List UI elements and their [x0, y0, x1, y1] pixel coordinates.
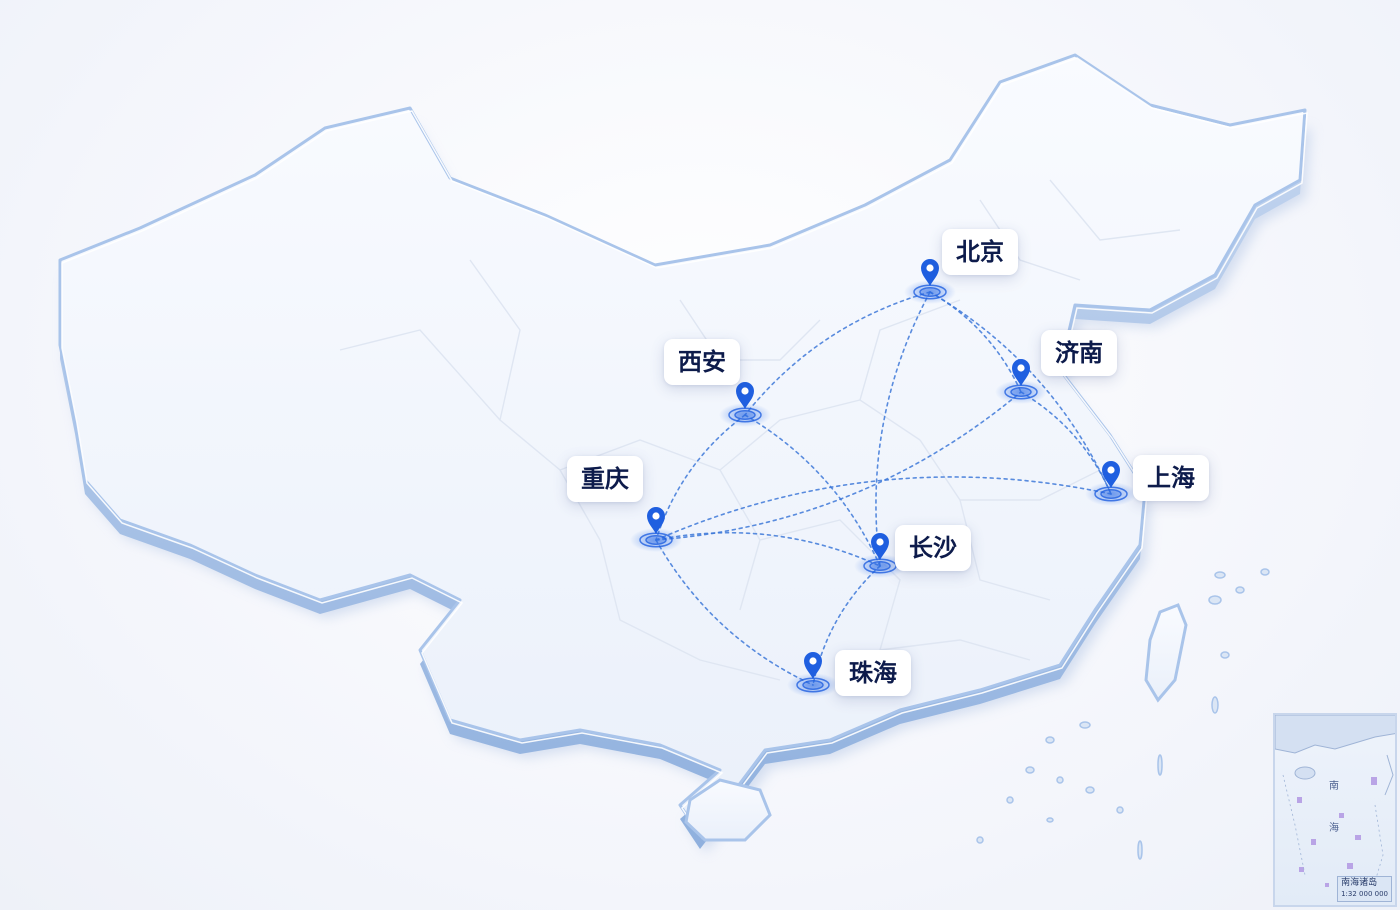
pin-beijing[interactable]	[904, 259, 956, 304]
map-edge-highlight	[61, 57, 1308, 840]
pin-glow	[1085, 482, 1137, 506]
route-xian-chongqing	[655, 414, 746, 541]
pin-zhuhai[interactable]	[787, 652, 839, 697]
pin-glow	[995, 380, 1047, 404]
map-pin-icon	[804, 652, 822, 679]
inset-word-hai: 海	[1329, 823, 1339, 834]
pin-glow	[787, 673, 839, 697]
city-label-chongqing[interactable]: 重庆	[567, 456, 643, 502]
islets	[976, 568, 1270, 860]
city-label-shanghai[interactable]: 上海	[1133, 455, 1209, 501]
pin-dot	[876, 538, 884, 546]
pin-dot	[1017, 364, 1025, 372]
pin-changsha[interactable]	[854, 533, 906, 578]
pin-jinan[interactable]	[995, 359, 1047, 404]
pin-ring	[919, 287, 941, 297]
route-chongqing-zhuhai	[655, 539, 814, 686]
pin-dot	[652, 512, 660, 520]
inset-map	[1275, 715, 1395, 896]
pin-dot	[1107, 466, 1115, 474]
pin-chongqing[interactable]	[630, 507, 682, 552]
pin-glow	[904, 280, 956, 304]
route-lines	[655, 291, 1112, 686]
pin-shanghai[interactable]	[1085, 461, 1137, 506]
route-beijing-shanghai	[929, 291, 1112, 495]
map-pin-icon	[1012, 359, 1030, 386]
pin-ring	[645, 535, 667, 545]
pin-glow	[854, 554, 906, 578]
pin-glow	[630, 528, 682, 552]
route-changsha-zhuhai	[812, 565, 881, 686]
city-label-beijing[interactable]: 北京	[942, 229, 1018, 275]
inset-caption: 南海诸岛 1:32 000 000	[1337, 876, 1392, 902]
pin-ring	[1010, 387, 1032, 397]
pin-ring	[734, 410, 756, 420]
map-pin-icon	[1102, 461, 1120, 488]
inset-word-nan: 南	[1329, 781, 1339, 792]
pin-ring	[1100, 489, 1122, 499]
taiwan-island	[1144, 603, 1188, 703]
city-label-jinan[interactable]: 济南	[1041, 330, 1117, 376]
pin-dot	[741, 387, 749, 395]
city-label-zhuhai[interactable]: 珠海	[835, 650, 911, 696]
pin-ring	[802, 680, 824, 690]
route-chongqing-shanghai	[655, 476, 1112, 541]
route-chongqing-changsha	[655, 531, 881, 567]
route-beijing-changsha	[875, 291, 931, 567]
province-borders	[339, 179, 1181, 681]
pin-dot	[926, 264, 934, 272]
pin-xian[interactable]	[719, 382, 771, 427]
south-china-sea-inset: 南 海 南海诸岛 1:32 000 000	[1273, 713, 1397, 907]
city-pins	[630, 259, 1137, 697]
route-beijing-xian	[744, 291, 931, 416]
map-pin-icon	[871, 533, 889, 560]
route-chongqing-jinan	[655, 391, 1022, 541]
pin-glow	[719, 403, 771, 427]
inset-caption-title: 南海诸岛	[1341, 878, 1378, 888]
map-pin-icon	[921, 259, 939, 286]
inset-caption-scale: 1:32 000 000	[1341, 890, 1388, 898]
hainan-island	[684, 778, 772, 842]
city-label-xian[interactable]: 西安	[664, 339, 740, 385]
map-surface	[58, 53, 1307, 837]
pin-ring	[869, 561, 891, 571]
pin-dot	[809, 657, 817, 665]
city-label-changsha[interactable]: 长沙	[895, 525, 971, 571]
map-pin-icon	[736, 382, 754, 409]
map-pin-icon	[647, 507, 665, 534]
